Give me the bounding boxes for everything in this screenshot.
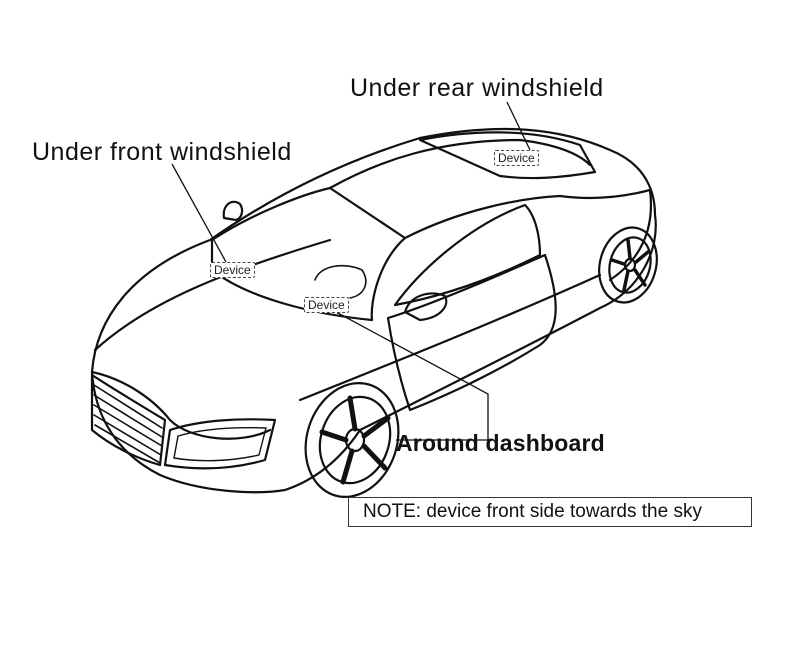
rear-wheel (598, 226, 658, 304)
side-window (393, 203, 542, 307)
grille-bars (93, 384, 163, 464)
device-tag-front: Device (210, 262, 255, 278)
label-around-dashboard: Around dashboard (396, 430, 605, 456)
roof-line (328, 138, 592, 190)
label-under-front-windshield: Under front windshield (32, 138, 292, 166)
side-skirt (298, 273, 602, 402)
label-under-rear-windshield: Under rear windshield (350, 74, 604, 102)
grille-outline (90, 373, 167, 467)
steering-wheel (314, 264, 367, 299)
leader-rear (506, 101, 531, 151)
headlight (163, 418, 277, 470)
rear-windshield (418, 131, 597, 180)
leader-front (171, 163, 227, 263)
front-fascia (90, 370, 272, 440)
hood-line (93, 238, 332, 352)
device-tag-rear: Device (494, 150, 539, 166)
device-tag-dashboard: Device (304, 297, 349, 313)
note-box: NOTE: device front side towards the sky (348, 497, 752, 527)
left-mirror (222, 200, 244, 222)
leader-dash (335, 311, 489, 441)
right-mirror (403, 292, 448, 322)
roof-rear-line (403, 194, 562, 240)
rear-panel (558, 188, 652, 282)
front-windshield (210, 186, 407, 322)
car-body-outline (90, 127, 657, 494)
front-wheel (304, 382, 400, 498)
door-outline (386, 253, 557, 412)
